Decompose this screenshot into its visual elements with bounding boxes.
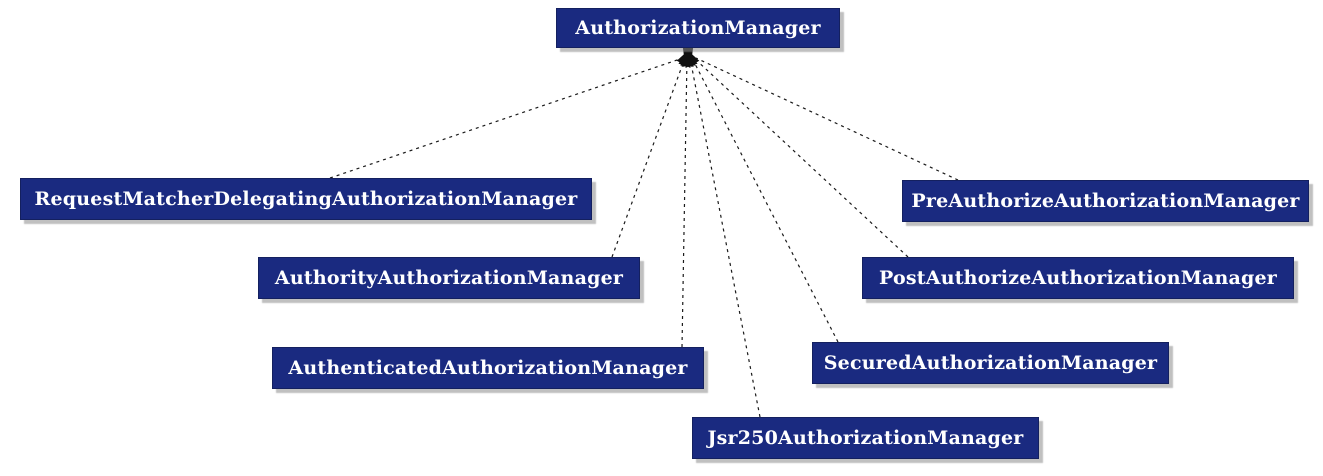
class-label: AuthorizationManager: [575, 17, 821, 39]
class-label: Jsr250AuthorizationManager: [707, 427, 1024, 449]
class-node-request-matcher-delegating-authorization-manager: RequestMatcherDelegatingAuthorizationMan…: [20, 178, 592, 220]
class-node-post-authorize-authorization-manager: PostAuthorizeAuthorizationManager: [862, 257, 1294, 299]
class-label: PreAuthorizeAuthorizationManager: [911, 190, 1300, 212]
class-label: AuthorityAuthorizationManager: [274, 267, 624, 289]
class-node-authorization-manager: AuthorizationManager: [556, 8, 840, 48]
class-node-authenticated-authorization-manager: AuthenticatedAuthorizationManager: [272, 347, 704, 389]
class-label: PostAuthorizeAuthorizationManager: [879, 267, 1277, 289]
class-label: SecuredAuthorizationManager: [823, 352, 1158, 374]
class-node-pre-authorize-authorization-manager: PreAuthorizeAuthorizationManager: [902, 180, 1309, 222]
inheritance-arrowhead: [680, 44, 696, 66]
class-label: RequestMatcherDelegatingAuthorizationMan…: [34, 188, 578, 210]
class-node-authority-authorization-manager: AuthorityAuthorizationManager: [258, 257, 640, 299]
class-node-secured-authorization-manager: SecuredAuthorizationManager: [812, 342, 1169, 384]
class-node-jsr250-authorization-manager: Jsr250AuthorizationManager: [692, 417, 1039, 459]
class-label: AuthenticatedAuthorizationManager: [288, 357, 688, 379]
